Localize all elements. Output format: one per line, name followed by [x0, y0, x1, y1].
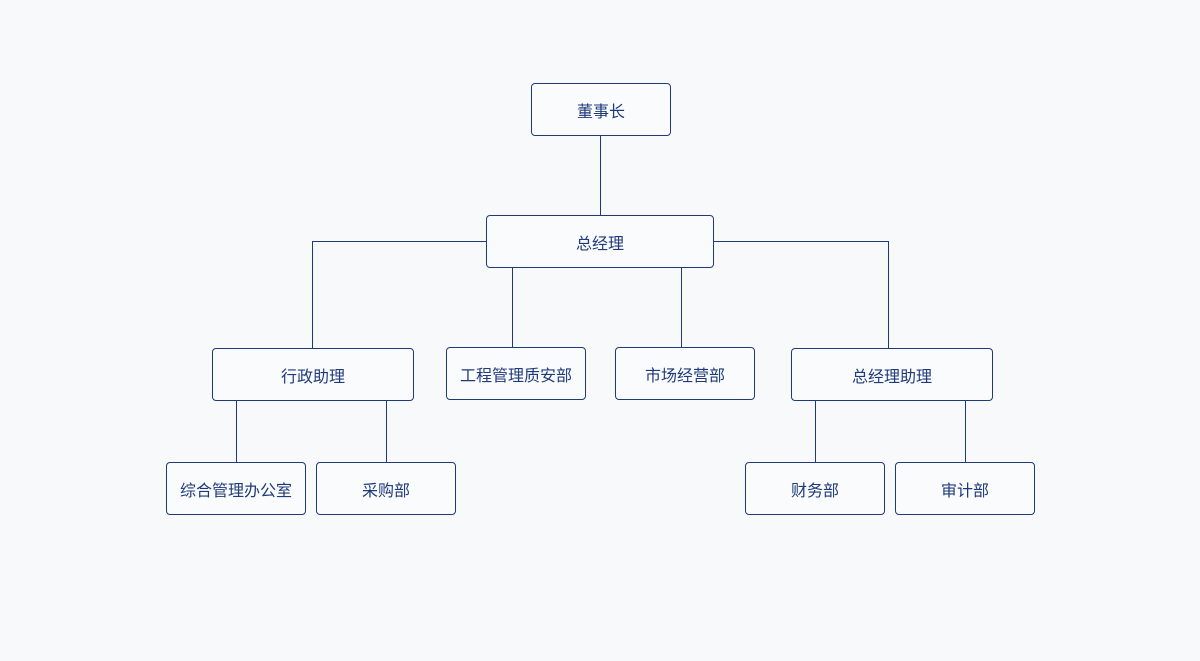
connector-gm-right: [713, 241, 889, 242]
connector-to-admin-assistant: [312, 241, 313, 348]
connector-to-gm-assistant: [888, 241, 889, 348]
node-audit-label: 审计部: [940, 480, 989, 500]
connector-gm-left: [312, 241, 487, 242]
connector-to-general-office: [236, 400, 237, 462]
node-general-manager-label: 总经理: [575, 233, 624, 253]
connector-to-procurement: [386, 400, 387, 462]
connector-to-finance: [815, 400, 816, 462]
connector-chairman-gm: [600, 135, 601, 215]
connector-to-marketing: [681, 267, 682, 347]
node-audit[interactable]: 审计部: [895, 462, 1035, 515]
node-finance[interactable]: 财务部: [745, 462, 885, 515]
node-chairman-label: 董事长: [576, 101, 625, 121]
node-marketing[interactable]: 市场经营部: [615, 347, 755, 400]
node-general-manager[interactable]: 总经理: [486, 215, 714, 268]
node-gm-assistant-label: 总经理助理: [851, 366, 932, 386]
node-engineering-qa-label: 工程管理质安部: [459, 365, 572, 385]
node-general-office[interactable]: 综合管理办公室: [166, 462, 306, 515]
node-marketing-label: 市场经营部: [644, 365, 725, 385]
node-finance-label: 财务部: [790, 480, 839, 500]
connector-to-engineering: [512, 267, 513, 347]
node-procurement-label: 采购部: [361, 480, 410, 500]
node-engineering-qa[interactable]: 工程管理质安部: [446, 347, 586, 400]
node-admin-assistant[interactable]: 行政助理: [212, 348, 414, 401]
node-general-office-label: 综合管理办公室: [179, 480, 292, 500]
node-procurement[interactable]: 采购部: [316, 462, 456, 515]
connector-to-audit: [965, 400, 966, 462]
node-admin-assistant-label: 行政助理: [280, 366, 345, 386]
node-gm-assistant[interactable]: 总经理助理: [791, 348, 993, 401]
node-chairman[interactable]: 董事长: [531, 83, 671, 136]
